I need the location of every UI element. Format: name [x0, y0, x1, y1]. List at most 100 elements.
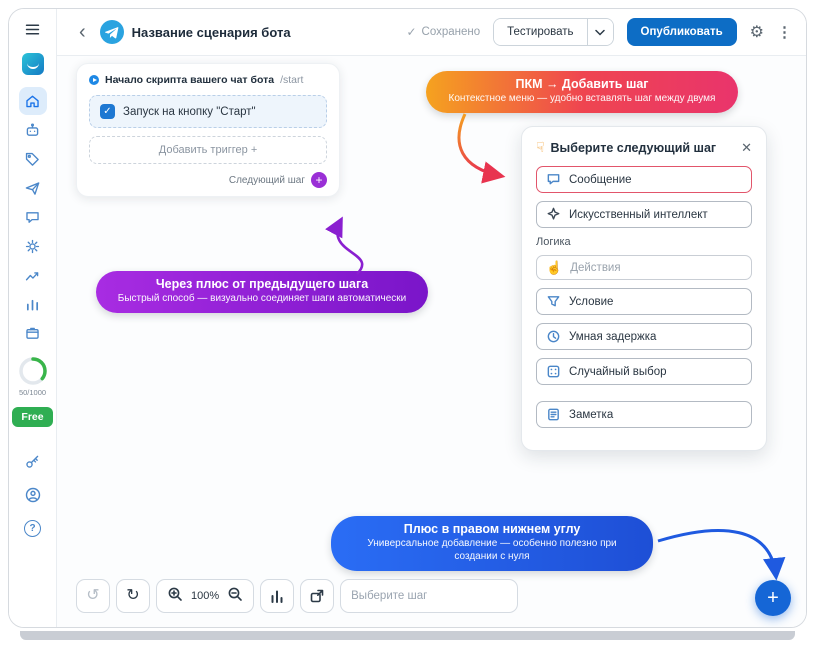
sidebar-item-tags[interactable] — [19, 145, 47, 173]
sidebar-item-bots[interactable] — [19, 116, 47, 144]
next-step-row: Следующий шаг + — [89, 172, 327, 188]
step-item-message[interactable]: Сообщение — [536, 166, 752, 193]
window-bottom-bezel — [20, 631, 795, 640]
undo-button[interactable]: ↺ — [76, 579, 110, 613]
save-status: ✓ Сохранено — [406, 25, 480, 39]
telegram-icon — [99, 20, 124, 44]
kebab-menu-icon[interactable]: ⋮ — [777, 24, 792, 41]
start-icon — [89, 75, 99, 85]
step-item-actions[interactable]: ☝ Действия — [536, 255, 752, 280]
profile-icon[interactable] — [24, 486, 42, 509]
save-status-label: Сохранено — [421, 26, 481, 38]
briefcase-icon — [26, 327, 39, 339]
trigger-checkbox[interactable]: ✓ — [100, 104, 115, 119]
settings-gear-icon[interactable]: ⚙ — [749, 24, 764, 41]
start-node-title: Начало скрипта вашего чат бота — [105, 74, 275, 86]
tip-context-menu: ПКМ → Добавить шаг Контекстное меню — уд… — [426, 71, 738, 113]
zoom-out-icon — [228, 587, 242, 601]
publish-button[interactable]: Опубликовать — [626, 18, 737, 46]
plus-prev-tip-arrow — [325, 216, 364, 275]
stats-button[interactable] — [260, 579, 295, 613]
sidebar-item-products[interactable] — [19, 319, 47, 347]
sidebar: 50/1000 Free ? — [9, 9, 57, 627]
trending-up-icon — [25, 271, 39, 280]
smart-delay-icon — [547, 330, 560, 343]
zoom-out-button[interactable] — [227, 586, 243, 607]
start-node-card[interactable]: Начало скрипта вашего чат бота /start ✓ … — [76, 63, 340, 197]
gear-icon — [25, 239, 40, 253]
chat-icon — [26, 211, 39, 223]
step-item-label: Заметка — [569, 408, 614, 421]
step-search-input[interactable] — [351, 590, 506, 602]
api-key-icon[interactable] — [24, 453, 41, 475]
tip-plus-prev: Через плюс от предыдущего шага Быстрый с… — [96, 271, 428, 313]
flow-canvas[interactable]: Начало скрипта вашего чат бота /start ✓ … — [57, 56, 806, 627]
step-item-label: Умная задержка — [569, 330, 657, 343]
test-split-button: Тестировать — [493, 18, 614, 46]
chevron-down-icon — [595, 29, 605, 36]
context-tip-arrow — [457, 113, 506, 184]
fit-view-button[interactable] — [300, 579, 335, 613]
step-item-label: Случайный выбор — [569, 365, 667, 378]
step-item-label: Условие — [569, 295, 614, 308]
sidebar-item-home[interactable] — [18, 87, 47, 115]
close-icon[interactable]: ✕ — [741, 139, 752, 155]
next-step-label: Следующий шаг — [228, 174, 305, 186]
help-icon[interactable]: ? — [24, 520, 41, 537]
popup-section-label: Логика — [536, 236, 571, 248]
plan-badge[interactable]: Free — [12, 407, 53, 427]
ai-icon — [547, 207, 560, 220]
sidebar-item-broadcasts[interactable] — [19, 174, 47, 202]
fab-tip-arrow — [657, 529, 786, 581]
test-dropdown-button[interactable] — [586, 19, 613, 45]
tip-subtitle: Контекстное меню — удобно вставлять шаг … — [448, 93, 716, 104]
sidebar-item-growth[interactable] — [19, 261, 47, 289]
add-trigger-label: Добавить триггер — [158, 144, 248, 156]
back-chevron-icon[interactable]: ‹ — [79, 21, 86, 43]
menu-icon[interactable] — [24, 21, 41, 43]
tip-bottom-plus: Плюс в правом нижнем углу Универсальное … — [331, 516, 653, 571]
sidebar-item-chats[interactable] — [19, 203, 47, 231]
app-logo[interactable] — [21, 53, 44, 75]
zoom-in-button[interactable] — [167, 586, 183, 607]
step-item-label: Действия — [570, 261, 621, 274]
paper-plane-icon — [25, 181, 40, 195]
sidebar-item-stats[interactable] — [19, 290, 47, 318]
message-icon — [547, 174, 560, 185]
step-item-condition[interactable]: Условие — [536, 288, 752, 315]
trigger-row[interactable]: ✓ Запуск на кнопку "Старт" — [89, 95, 327, 128]
plus-icon: + — [250, 144, 258, 156]
start-command: /start — [280, 74, 304, 86]
page-title: Название сценария бота — [131, 24, 291, 40]
actions-icon: ☝ — [546, 260, 563, 275]
fit-view-icon — [310, 589, 324, 603]
tip-subtitle: Быстрый способ — визуально соединяет шаг… — [117, 293, 407, 304]
test-button[interactable]: Тестировать — [494, 19, 587, 45]
bar-chart-icon — [26, 299, 39, 310]
redo-icon: ↻ — [126, 587, 140, 604]
step-item-ai[interactable]: Искусственный интеллект — [536, 201, 752, 228]
redo-button[interactable]: ↻ — [116, 579, 150, 613]
header: ‹ Название сценария бота ✓ Сохранено Тес… — [57, 9, 806, 56]
tip-subtitle: Универсальное добавление — особенно поле… — [367, 538, 617, 562]
zoom-level: 100% — [191, 590, 220, 602]
plus-icon: + — [767, 587, 779, 609]
start-node-header: Начало скрипта вашего чат бота /start — [89, 74, 327, 86]
step-item-random-choice[interactable]: Случайный выбор — [536, 358, 752, 385]
add-trigger-button[interactable]: Добавить триггер + — [89, 136, 327, 164]
sidebar-bottom-group: ? — [24, 453, 42, 537]
tip-title: ПКМ → Добавить шаг — [515, 77, 649, 91]
next-step-plus-button[interactable]: + — [311, 172, 327, 188]
trigger-label: Запуск на кнопку "Старт" — [123, 105, 256, 118]
popup-title: Выберите следующий шаг — [550, 140, 717, 155]
bar-chart-icon — [271, 590, 283, 603]
step-item-smart-delay[interactable]: Умная задержка — [536, 323, 752, 350]
sidebar-item-settings[interactable] — [19, 232, 47, 260]
home-icon — [26, 95, 39, 107]
usage-count: 50/1000 — [18, 388, 47, 397]
note-icon — [548, 408, 559, 421]
add-step-fab[interactable]: + — [755, 580, 791, 616]
step-item-label: Искусственный интеллект — [569, 208, 708, 221]
step-chooser-popup: ☟ Выберите следующий шаг ✕ Сообщение Иск… — [521, 126, 767, 451]
step-item-note[interactable]: Заметка — [536, 401, 752, 428]
